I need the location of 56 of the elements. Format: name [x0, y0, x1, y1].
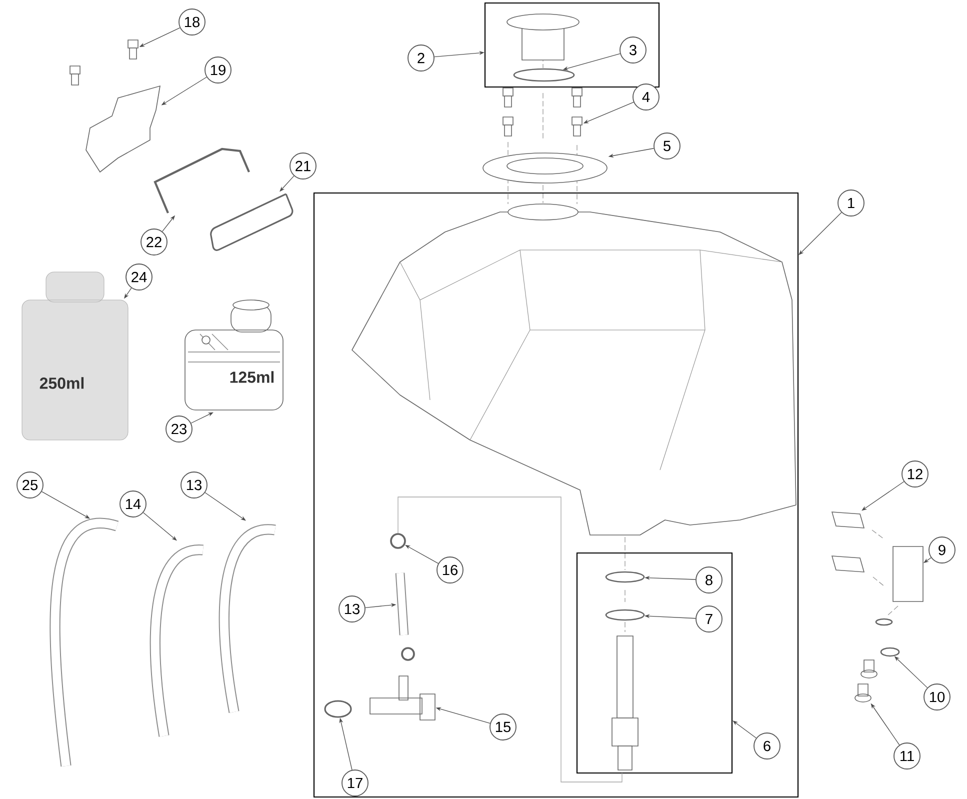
bracket-drawing — [154, 148, 250, 214]
hose-drawing — [218, 524, 276, 713]
callout-number: 14 — [120, 490, 146, 518]
reservoir-drawing — [184, 300, 284, 410]
bolt-drawing — [572, 116, 582, 136]
fuel-tap-drawing — [370, 676, 436, 720]
callout-number: 3 — [620, 36, 646, 64]
mounting-plate-drawing — [892, 546, 924, 602]
hose-clamp-drawing — [390, 533, 406, 549]
hose-routing-line — [398, 496, 622, 782]
gasket-drawing — [513, 68, 575, 82]
leader-line — [204, 492, 246, 521]
washer-drawing — [605, 571, 645, 583]
callout-number: 7 — [696, 606, 722, 632]
hose-drawing — [50, 518, 118, 767]
hose-clamp-drawing — [324, 700, 352, 718]
callout-number: 18 — [178, 8, 206, 36]
callout-number: 23 — [166, 416, 192, 442]
callout-number: 4 — [632, 84, 660, 110]
callout-number: 13 — [180, 472, 208, 498]
hose-drawing — [395, 572, 409, 636]
flange-ring-drawing — [482, 152, 608, 184]
callout-number: 10 — [924, 684, 950, 710]
leader-line — [862, 481, 904, 511]
callout-number: 22 — [140, 228, 168, 256]
rivet-drawing — [854, 684, 872, 702]
hose-drawing — [150, 544, 204, 737]
callout-number: 9 — [928, 536, 956, 564]
callout-number: 6 — [754, 732, 780, 760]
leader-line — [41, 491, 90, 519]
group-frame — [484, 2, 660, 88]
plate-drawing — [86, 85, 160, 173]
washer-drawing — [880, 647, 900, 657]
callout-number: 13 — [338, 596, 366, 622]
callout-number: 2 — [408, 44, 434, 72]
callout-number: 5 — [654, 132, 680, 160]
callout-number: 1 — [838, 190, 864, 216]
washer-drawing — [605, 609, 645, 621]
group-frame — [313, 192, 799, 798]
callout-number: 8 — [696, 566, 722, 594]
callout-number: 21 — [290, 152, 316, 180]
callout-number: 19 — [204, 56, 232, 84]
volume-label: 250ml — [40, 377, 84, 389]
leader-line — [732, 720, 756, 738]
volume-label: 125ml — [230, 371, 274, 383]
callout-number: 17 — [342, 770, 368, 796]
callout-number: 25 — [16, 472, 44, 498]
bottle-drawing — [22, 272, 128, 440]
callout-number: 16 — [436, 556, 464, 584]
callout-number: 24 — [126, 264, 152, 290]
wire-clip-drawing — [210, 193, 294, 251]
callout-number: 12 — [902, 460, 928, 488]
group-frame — [576, 552, 733, 774]
screw-drawing — [128, 40, 138, 60]
callout-number: 11 — [894, 742, 920, 770]
callout-number: 15 — [490, 714, 516, 740]
